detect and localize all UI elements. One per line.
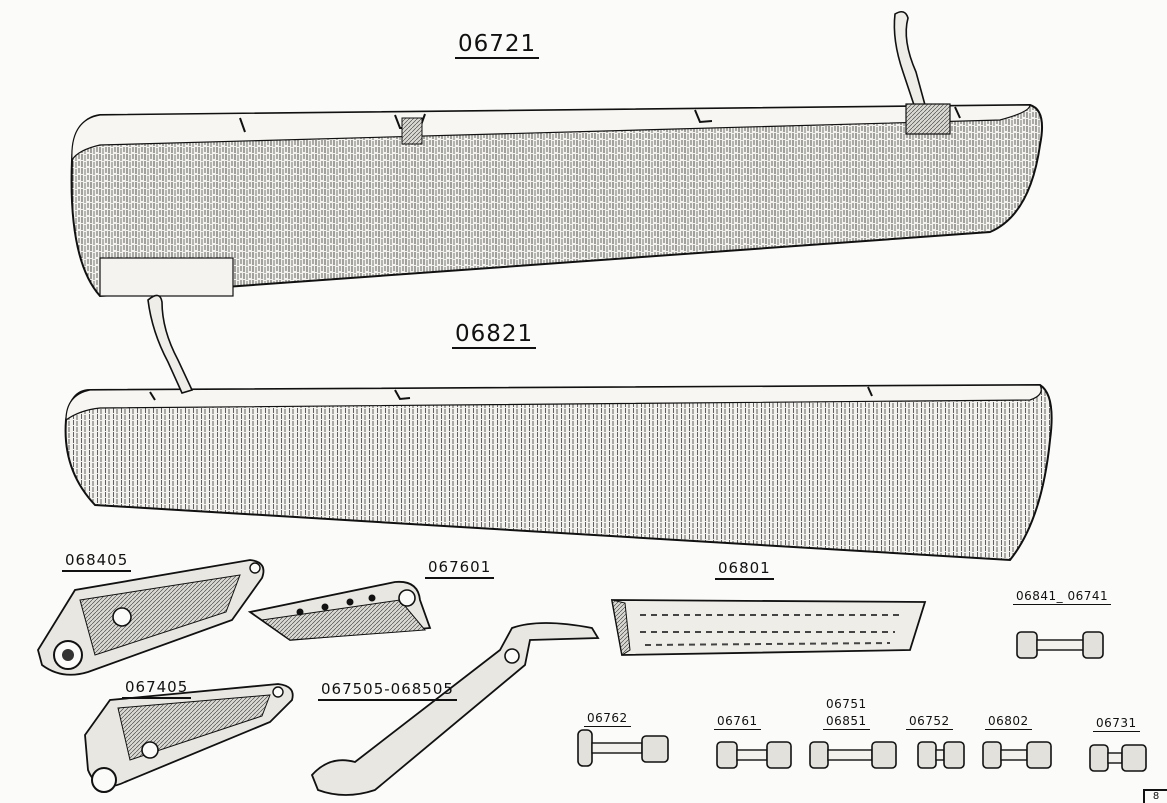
bolt-06802 <box>982 741 1052 769</box>
page-marker: 8 <box>1143 789 1167 803</box>
beam-06721 <box>70 10 1043 298</box>
label-06801: 06801 <box>715 560 774 580</box>
bolt-06762 <box>577 729 669 767</box>
label-06802: 06802 <box>985 715 1032 730</box>
bolt-06841-06741 <box>1016 631 1104 659</box>
beam-06821 <box>64 294 1053 562</box>
bolt-06752 <box>917 741 965 769</box>
label-067601: 067601 <box>425 559 495 579</box>
bolt-06751-06851 <box>809 741 897 769</box>
label-068405: 068405 <box>62 552 132 572</box>
plate-06801 <box>610 599 927 656</box>
label-06761: 06761 <box>714 715 761 730</box>
label-06851: 06851 <box>823 715 870 730</box>
label-06762: 06762 <box>584 712 631 727</box>
label-06751: 06751 <box>826 697 867 711</box>
bracket-068405 <box>37 559 265 676</box>
bolt-06731 <box>1089 744 1147 772</box>
label-06821: 06821 <box>452 322 537 350</box>
bracket-067405 <box>84 683 294 793</box>
label-067405: 067405 <box>122 679 192 699</box>
label-06731: 06731 <box>1093 717 1140 732</box>
label-06841-06741: 06841_ 06741 <box>1013 590 1112 605</box>
label-06752: 06752 <box>906 715 953 730</box>
bolt-06761 <box>716 741 792 769</box>
bracket-067601 <box>247 580 432 641</box>
arm-067505-068505 <box>310 622 600 796</box>
label-067505-068505: 067505-068505 <box>318 681 457 701</box>
label-06721: 06721 <box>455 32 540 60</box>
